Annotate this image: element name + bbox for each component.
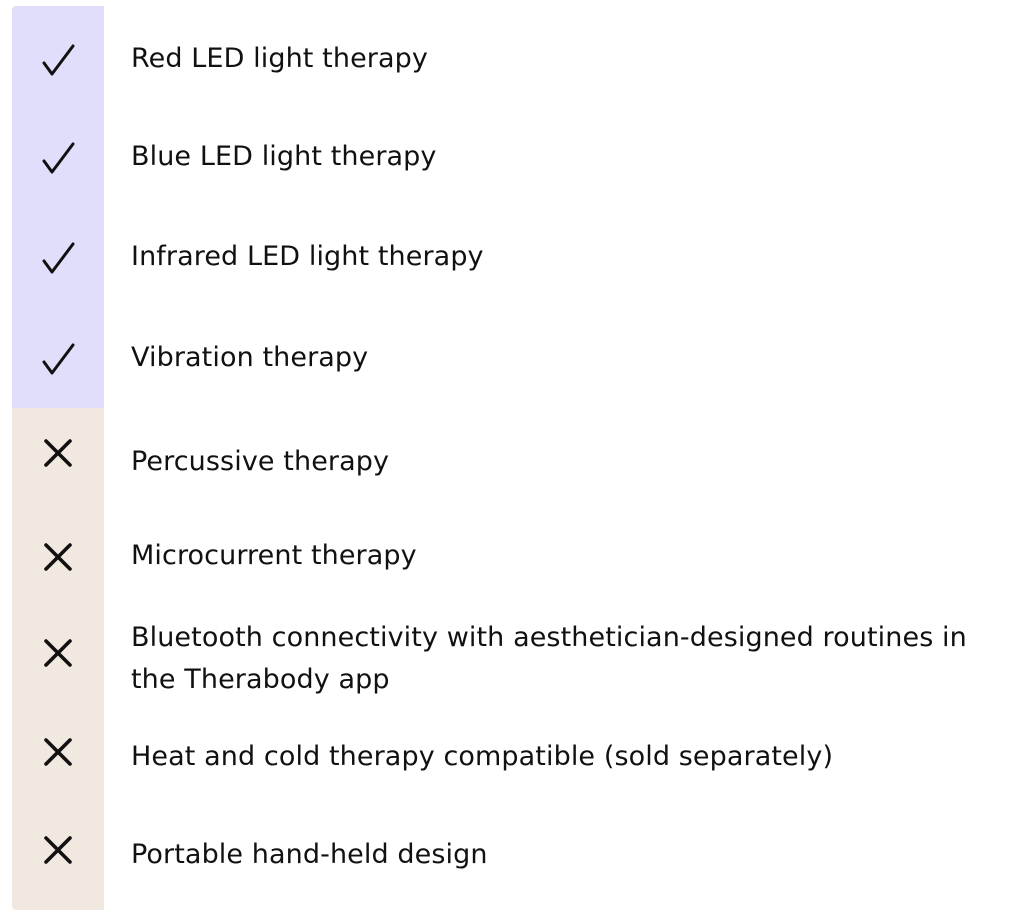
checkmark-icon bbox=[38, 40, 78, 80]
feature-label: Infrared LED light therapy bbox=[131, 241, 484, 272]
cross-icon bbox=[38, 537, 78, 577]
feature-label: Bluetooth connectivity with aesthetician… bbox=[131, 622, 967, 695]
checkmark-icon bbox=[38, 339, 78, 379]
feature-label: Vibration therapy bbox=[131, 342, 369, 373]
checkmark-icon bbox=[38, 238, 78, 278]
feature-label: Portable hand-held design bbox=[131, 839, 488, 870]
cross-icon bbox=[38, 830, 78, 870]
status-column bbox=[12, 6, 104, 910]
feature-label: Red LED light therapy bbox=[131, 43, 428, 74]
cross-icon bbox=[38, 732, 78, 772]
excluded-band bbox=[12, 408, 104, 910]
included-band bbox=[12, 6, 104, 408]
feature-label: Percussive therapy bbox=[131, 446, 390, 477]
feature-label: Heat and cold therapy compatible (sold s… bbox=[131, 741, 834, 772]
checkmark-icon bbox=[38, 138, 78, 178]
cross-icon bbox=[38, 633, 78, 673]
feature-label: Microcurrent therapy bbox=[131, 540, 417, 571]
feature-label: Blue LED light therapy bbox=[131, 141, 437, 172]
cross-icon bbox=[38, 433, 78, 473]
